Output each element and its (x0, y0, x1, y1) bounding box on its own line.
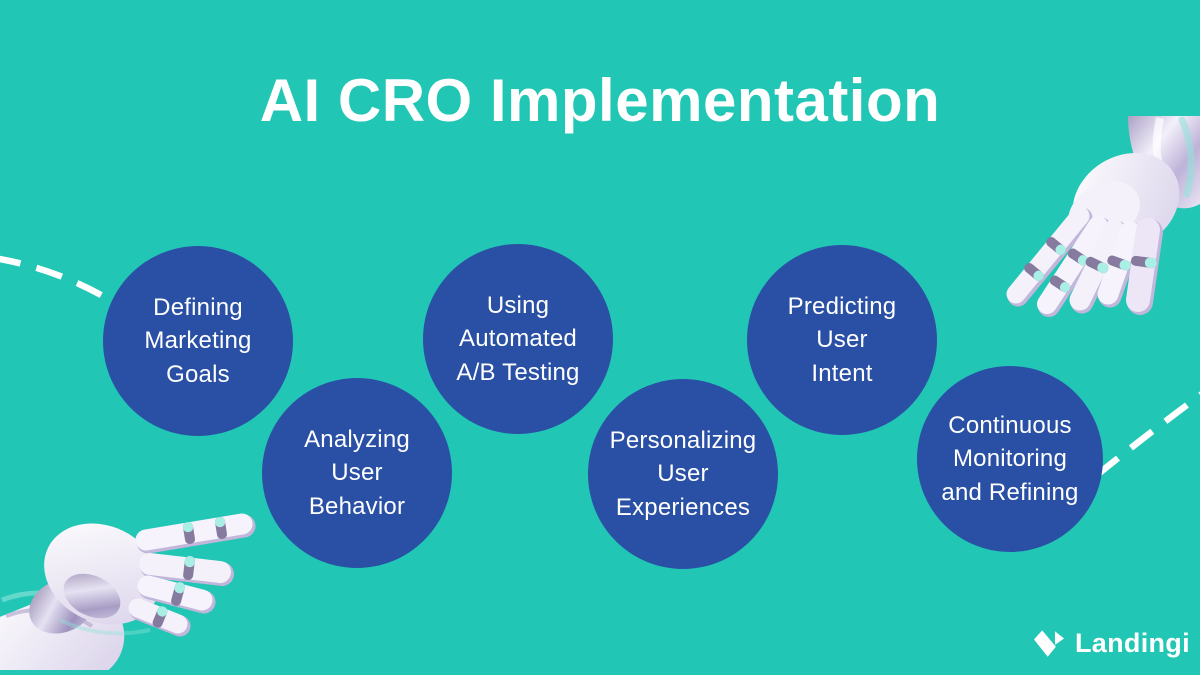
step-circle-personalizing-user-experiences: Personalizing User Experiences (588, 379, 778, 569)
step-label: Analyzing User Behavior (304, 425, 410, 520)
landingi-logo: Landingi (1034, 628, 1190, 659)
step-label: Continuous Monitoring and Refining (941, 411, 1079, 506)
robot-hand-bottom-left-icon (0, 468, 266, 675)
step-label: Predicting User Intent (787, 292, 897, 387)
robot-hand-top-right-icon (988, 116, 1200, 335)
landingi-diamond-icon (1034, 629, 1065, 657)
dashed-connector-right-icon (1094, 391, 1200, 478)
step-label: Using Automated A/B Testing (456, 291, 580, 386)
landingi-logo-text: Landingi (1075, 628, 1190, 658)
step-circle-using-automated-ab-testing: Using Automated A/B Testing (423, 244, 613, 434)
step-label: Personalizing User Experiences (609, 426, 757, 521)
step-circle-defining-marketing-goals: Defining Marketing Goals (103, 246, 293, 436)
step-label: Defining Marketing Goals (144, 293, 252, 388)
step-circle-predicting-user-intent: Predicting User Intent (747, 245, 937, 435)
step-circle-analyzing-user-behavior: Analyzing User Behavior (262, 378, 452, 568)
dashed-connector-left-icon (0, 255, 112, 303)
step-circle-continuous-monitoring-and-refining: Continuous Monitoring and Refining (917, 366, 1103, 552)
page-title: AI CRO Implementation (259, 67, 941, 134)
